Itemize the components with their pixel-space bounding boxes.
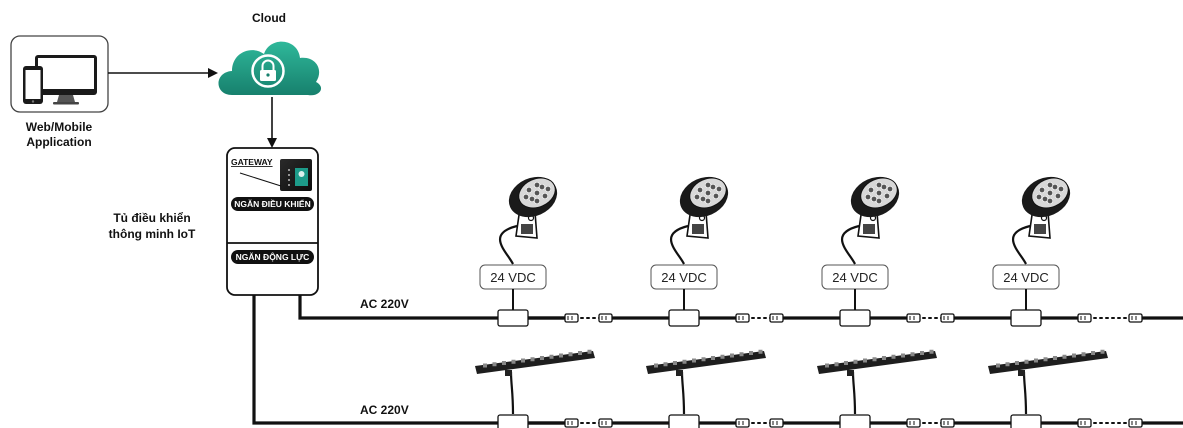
- spotlight-icon: [670, 176, 729, 265]
- ac-feeder-bottom-wire: [252, 295, 565, 425]
- cloud: Cloud: [218, 11, 322, 96]
- driver-label: 24 VDC: [490, 270, 536, 285]
- light-bar-icon: [646, 349, 766, 415]
- lighting-runs: 24 VDC 24 VDC 24 VDC 24 VDC: [475, 176, 1183, 428]
- junction-box: [839, 414, 871, 428]
- connector-icon: [735, 313, 750, 323]
- junction-box: [839, 309, 871, 327]
- iot-control-cabinet: GATEWAY NGĂN ĐIỀU KHIỂN NGĂN ĐỘNG LỰC: [226, 147, 319, 296]
- cloud-label: Cloud: [252, 11, 286, 25]
- cloud-lock-icon: [218, 41, 322, 96]
- junction-box: [1010, 309, 1042, 327]
- ac-label-top: AC 220V: [360, 297, 409, 311]
- connector-icon: [1128, 313, 1143, 323]
- spotlight-icon: [1012, 176, 1071, 265]
- connector-icon: [735, 418, 750, 428]
- junction-box: [668, 309, 700, 327]
- junction-box: [497, 414, 529, 428]
- light-bar-icon: [988, 349, 1108, 415]
- cabinet-label-line2: thông minh IoT: [109, 227, 196, 241]
- app-label-line1: Web/Mobile: [26, 120, 93, 134]
- power-compartment-label: NGĂN ĐỘNG LỰC: [236, 251, 310, 262]
- connector-icon: [1128, 418, 1143, 428]
- cabinet-label-line1: Tủ điều khiển: [113, 211, 190, 225]
- control-compartment-pill: [231, 197, 314, 211]
- web-mobile-application: Web/Mobile Application: [10, 35, 109, 149]
- connector-icon: [598, 313, 613, 323]
- driver-label: 24 VDC: [661, 270, 707, 285]
- gateway-label: GATEWAY: [231, 157, 273, 167]
- app-label-line2: Application: [26, 135, 91, 149]
- control-compartment-label: NGĂN ĐIỀU KHIỂN: [234, 198, 311, 209]
- connector-icon: [769, 313, 784, 323]
- connector-icon: [906, 418, 921, 428]
- ac-feeders: AC 220V AC 220V: [252, 295, 565, 425]
- connector-icon: [940, 418, 955, 428]
- driver-label: 24 VDC: [1003, 270, 1049, 285]
- connector-icon: [940, 313, 955, 323]
- ac-label-bottom: AC 220V: [360, 403, 409, 417]
- connector-icon: [1077, 313, 1092, 323]
- gateway-device-icon: [280, 159, 312, 191]
- power-compartment-pill: [231, 250, 314, 264]
- driver-label: 24 VDC: [832, 270, 878, 285]
- connector-icon: [1077, 418, 1092, 428]
- light-bar-icon: [817, 349, 937, 415]
- junction-box: [1010, 414, 1042, 428]
- connector-icon: [564, 313, 579, 323]
- connector-icon: [598, 418, 613, 428]
- connector-icon: [906, 313, 921, 323]
- ac-feeder-top-wire: [298, 295, 565, 320]
- light-bar-icon: [475, 349, 595, 415]
- computer-icon: [23, 55, 97, 105]
- spotlight-icon: [499, 176, 558, 265]
- junction-box: [497, 309, 529, 327]
- junction-box: [668, 414, 700, 428]
- connector-icon: [564, 418, 579, 428]
- connector-icon: [769, 418, 784, 428]
- spotlight-icon: [841, 176, 900, 265]
